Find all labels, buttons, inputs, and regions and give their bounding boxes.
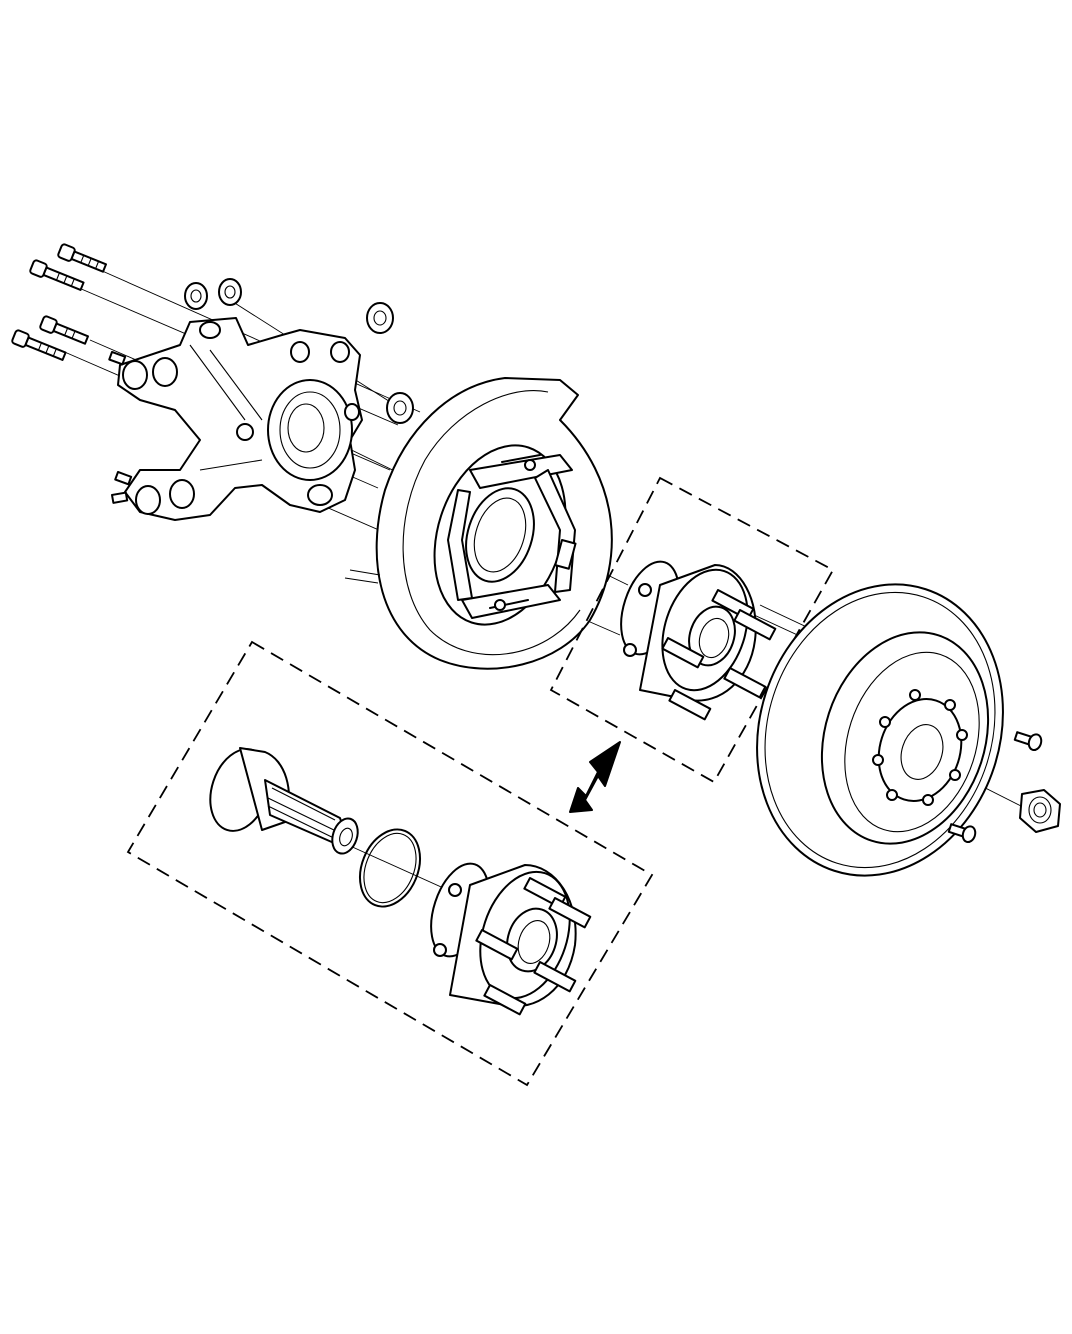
knuckle-bushings — [184, 278, 414, 424]
brake-disc — [756, 583, 1004, 877]
hub-bearing-unit — [620, 560, 777, 721]
hub-bearing-group-box — [549, 476, 835, 784]
double-arrow-icon — [569, 741, 621, 813]
spindle-nut — [1019, 789, 1061, 833]
knuckle-bolts — [11, 243, 108, 361]
o-ring — [359, 828, 421, 908]
parking-brake-shoes — [494, 459, 536, 611]
hub-bearing-unit-alt — [430, 862, 592, 1016]
disc-screws — [947, 731, 1043, 844]
axle-spline-shaft — [209, 747, 359, 855]
alt-hub-group-box — [126, 640, 654, 1087]
knuckle — [108, 317, 363, 521]
backing-plate — [344, 377, 613, 670]
